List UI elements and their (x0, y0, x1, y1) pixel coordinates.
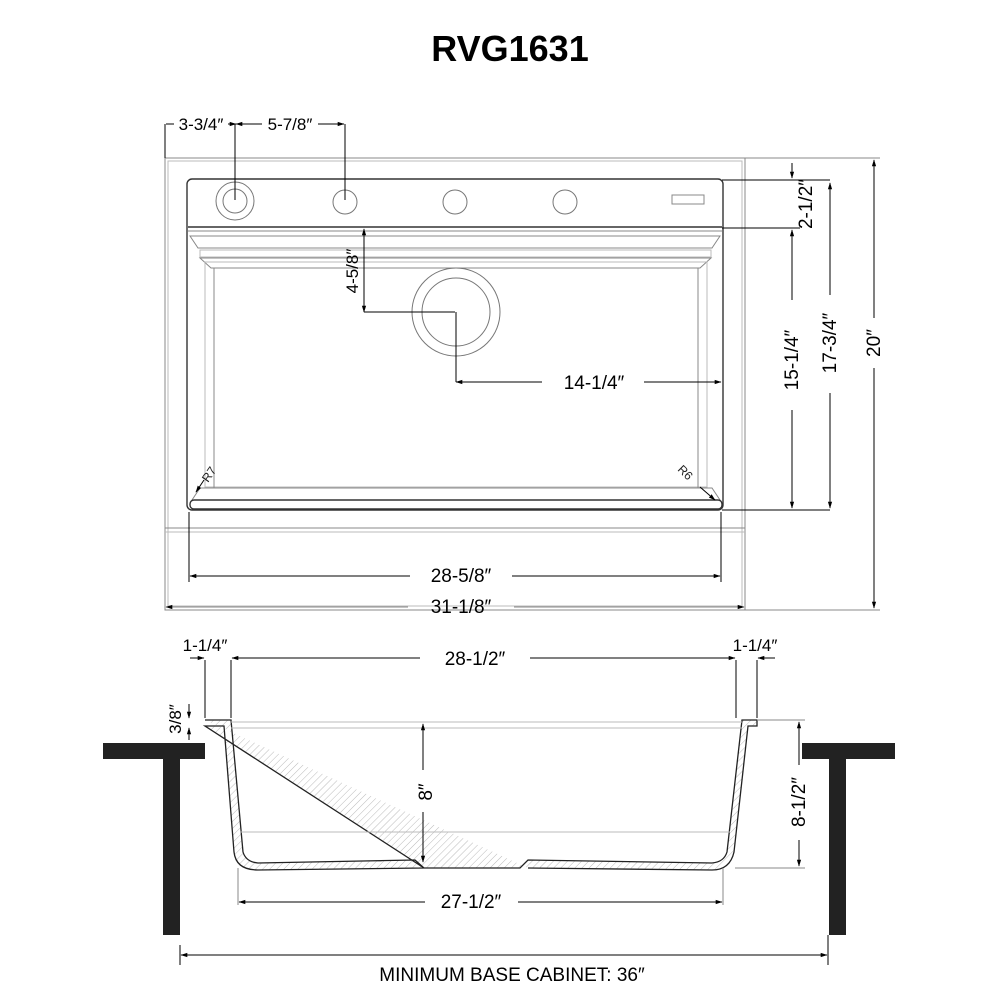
dim-left-flange: 1-1/4″ (183, 636, 228, 655)
dim-interior-front-back: 17-3/4″ (820, 312, 841, 373)
dim-overall-width: 31-1/8″ (431, 597, 492, 618)
dim-drain-from-back: 4-5/8″ (343, 249, 362, 294)
corner-radius-left: R7 (199, 464, 219, 485)
countertop-left (103, 743, 205, 759)
sink-deck (186, 178, 724, 511)
dim-bowl-depth-side: 8″ (416, 783, 437, 801)
outer-rim (164, 157, 746, 611)
sink-cross-section (202, 719, 758, 871)
dim-bottom-width: 27-1/2″ (441, 892, 502, 913)
cabinet-wall-right (829, 759, 846, 935)
side-view: 1-1/4″ 28-1/2″ 1-1/4″ 3/8″ 8″ 8-1/2″ 27-… (103, 636, 895, 986)
corner-radius-right: R6 (675, 462, 696, 483)
dim-overall-depth: 8-1/2″ (789, 777, 810, 827)
faucet-hole-4 (552, 189, 578, 215)
cabinet-wall-left (163, 759, 180, 935)
dim-hole-spacing: 5-7/8″ (268, 115, 313, 134)
countertop-right (802, 743, 895, 759)
dim-overall-front-back: 20″ (864, 329, 885, 357)
dim-min-base-cabinet: MINIMUM BASE CABINET: 36″ (379, 965, 645, 986)
dim-deck-depth: 2-1/2″ (796, 179, 817, 229)
faucet-holes (215, 181, 705, 221)
faucet-hole-3 (442, 189, 468, 215)
dim-top-width: 28-1/2″ (445, 649, 506, 670)
model-title: RVG1631 (431, 28, 588, 69)
dim-bowl-depth: 15-1/4″ (782, 329, 803, 390)
dim-right-flange: 1-1/4″ (733, 636, 778, 655)
dim-drain-from-side: 14-1/4″ (564, 373, 625, 394)
top-view: R7 R6 3-3/4″ 5-7/8″ 4-5/8″ 14-1/4″ 2-1/2… (164, 115, 885, 618)
overflow-slot (671, 194, 705, 205)
dim-bowl-width: 28-5/8″ (431, 566, 492, 587)
dim-edge-to-first-hole: 3-3/4″ (179, 115, 224, 134)
dim-flange-thickness: 3/8″ (166, 704, 185, 734)
